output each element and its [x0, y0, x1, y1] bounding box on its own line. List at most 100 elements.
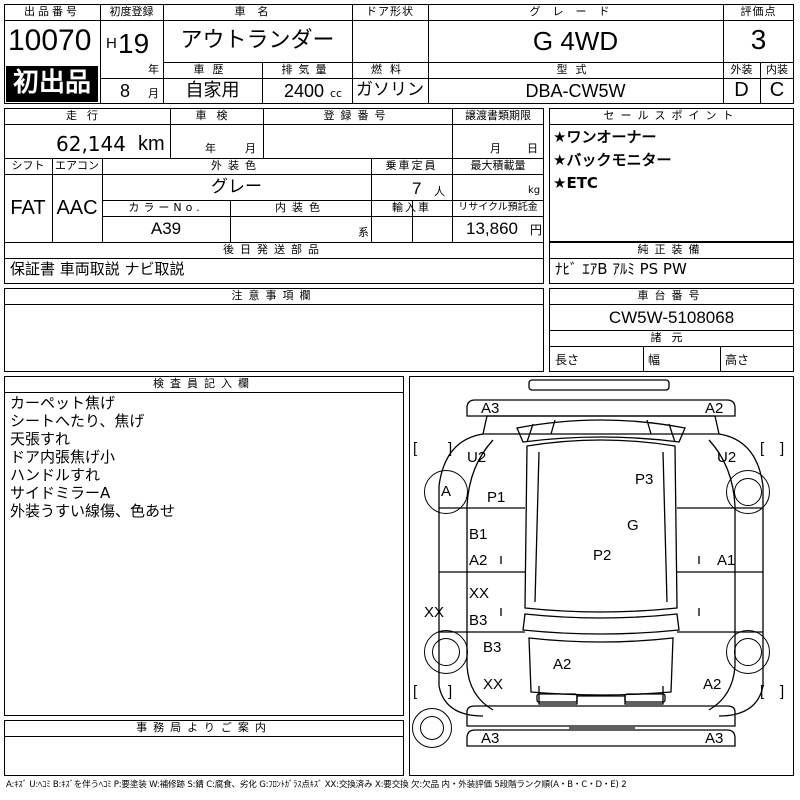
inspector-line-1: カーペット焦げ	[10, 394, 116, 412]
era: H	[106, 35, 117, 52]
chassis-number: CW5W-5108068	[608, 308, 735, 327]
mileage: 62,144	[56, 132, 126, 156]
details-section	[4, 108, 544, 284]
width-label: 幅	[648, 353, 661, 367]
mark-a2-left-door: A2	[469, 552, 488, 569]
chassis-number-label: 車台番号	[637, 289, 706, 302]
color-number: A39	[150, 219, 182, 238]
height-label: 高さ	[725, 353, 750, 367]
inspection-month-unit: 月	[245, 142, 256, 155]
notes-section	[4, 288, 544, 372]
recycle-deposit-label: リサイクル預託金	[458, 202, 538, 213]
mark-p3: P3	[635, 471, 654, 488]
mark-a2-front-right: A2	[705, 400, 724, 417]
capacity-unit: 人	[434, 185, 445, 198]
mark-xx-left-wheel-area: XX	[424, 604, 445, 621]
history-label: 車歴	[193, 63, 232, 76]
office-section	[4, 720, 404, 776]
bracket-right-rear-open: [	[760, 683, 765, 700]
rear-right-wheel	[726, 630, 770, 674]
door-type-label: ドア形状	[366, 5, 414, 18]
score-label: 評価点	[740, 5, 777, 18]
year-unit: 年	[148, 63, 159, 76]
interior-color-label: 内装色	[275, 201, 326, 214]
bracket-left-rear-close: ]	[448, 683, 453, 700]
equipment: ﾅﾋﾞ ｴｱB ｱﾙﾐ PS PW	[555, 260, 687, 278]
transfer-month-unit: 月	[490, 142, 501, 155]
displacement-unit: cc	[330, 87, 343, 100]
inspector-line-6: サイドミラーA	[10, 484, 111, 502]
fuel-label: 燃料	[371, 63, 409, 76]
inspector-line-7: 外装うすい線傷、色あせ	[10, 502, 176, 520]
bracket-left-rear-open: [	[413, 683, 418, 700]
mark-a3-rear-right: A3	[705, 730, 724, 747]
fuel: ガソリン	[356, 80, 424, 100]
later-parts-label: 後日発送部品	[223, 243, 325, 256]
mark-xx-left-rear-door: XX	[469, 585, 490, 602]
interior-color-unit: 系	[358, 226, 369, 239]
transfer-deadline-label: 譲渡書類期限	[465, 109, 531, 122]
reg-year: 19	[118, 28, 150, 59]
inspector-label: 検査員記入欄	[153, 377, 255, 390]
exterior-label: 外装	[730, 63, 753, 76]
inspector-line-2: シートへたり、焦げ	[10, 412, 145, 430]
mileage-label: 走行	[66, 109, 108, 122]
inspection-label: 車検	[195, 109, 238, 122]
air-conditioner: AAC	[56, 197, 98, 219]
sales-points-label: セールスポイント	[603, 109, 740, 122]
bracket-left-front-open: [	[413, 440, 418, 457]
sales-point-1: ★ワンオーナー	[553, 128, 657, 146]
month-unit: 月	[148, 87, 159, 100]
ac-label: エアコン	[55, 159, 99, 172]
registration-number-label: 登録番号	[323, 109, 392, 122]
exterior-color: グレー	[211, 177, 262, 197]
spare-wheel-rim	[420, 716, 444, 740]
grade-label: グレード	[529, 5, 622, 18]
lot-number-label: 出品番号	[24, 5, 80, 18]
inspector-line-4: ドア内張焦げ小	[10, 448, 116, 466]
exterior-color-label: 外装色	[211, 159, 262, 172]
interior-grade: C	[769, 79, 785, 101]
rear-left-wheel	[424, 630, 468, 674]
spare-wheel	[412, 708, 452, 748]
mark-u2-left: U2	[467, 449, 487, 466]
inspector-line-5: ハンドルすれ	[10, 466, 101, 484]
sales-points-section	[549, 108, 794, 242]
mark-p1: P1	[487, 489, 506, 506]
displacement: 2400	[284, 81, 325, 101]
rear-left-wheel-rim	[432, 638, 460, 666]
sales-point-3: ★ETC	[553, 174, 598, 192]
shift: FAT	[10, 197, 46, 219]
mark-a-front-left-wheel: A	[441, 483, 452, 500]
first-registration-label: 初度登録	[109, 5, 154, 18]
capacity: 7	[412, 179, 422, 198]
front-left-wheel	[424, 470, 468, 514]
first-listing-badge-text: 初出品	[12, 68, 91, 98]
car-name: アウトランダー	[180, 28, 335, 53]
mark-a2-tailgate: A2	[553, 656, 572, 673]
max-load-unit: kg	[528, 185, 541, 196]
bracket-right-rear-close: ]	[780, 683, 785, 700]
car-name-label: 車名	[234, 5, 281, 18]
sales-point-2: ★バックモニター	[553, 151, 672, 169]
inspection-year-unit: 年	[205, 142, 216, 155]
transfer-day-unit: 日	[527, 142, 538, 155]
bracket-right-front-close: ]	[780, 440, 785, 457]
mark-a2-rear-right: A2	[703, 676, 722, 693]
front-right-wheel-rim	[734, 478, 762, 506]
car-diagram	[409, 376, 794, 776]
mark-xx-left-quarter: XX	[483, 676, 504, 693]
mark-a3-front-left: A3	[481, 400, 500, 417]
bracket-right-front-open: [	[760, 440, 765, 457]
later-parts: 保証書 車両取説 ナビ取説	[10, 260, 185, 278]
mark-b3-left-rear-door: B3	[469, 612, 488, 629]
history: 自家用	[185, 80, 240, 101]
model: DBA-CW5W	[525, 81, 626, 101]
color-number-label: カラーNo.	[128, 201, 204, 214]
mark-b3-left-rear-fender: B3	[483, 639, 502, 656]
legend: A:ｷｽﾞ U:ﾍｺﾐ B:ｷｽﾞを伴うﾍｺﾐ P:要塗装 W:補修跡 S:錆 …	[6, 780, 627, 790]
mileage-unit: km	[138, 133, 165, 155]
front-right-wheel	[726, 470, 770, 514]
interior-label: 内装	[766, 63, 788, 76]
model-label: 型式	[556, 63, 595, 76]
